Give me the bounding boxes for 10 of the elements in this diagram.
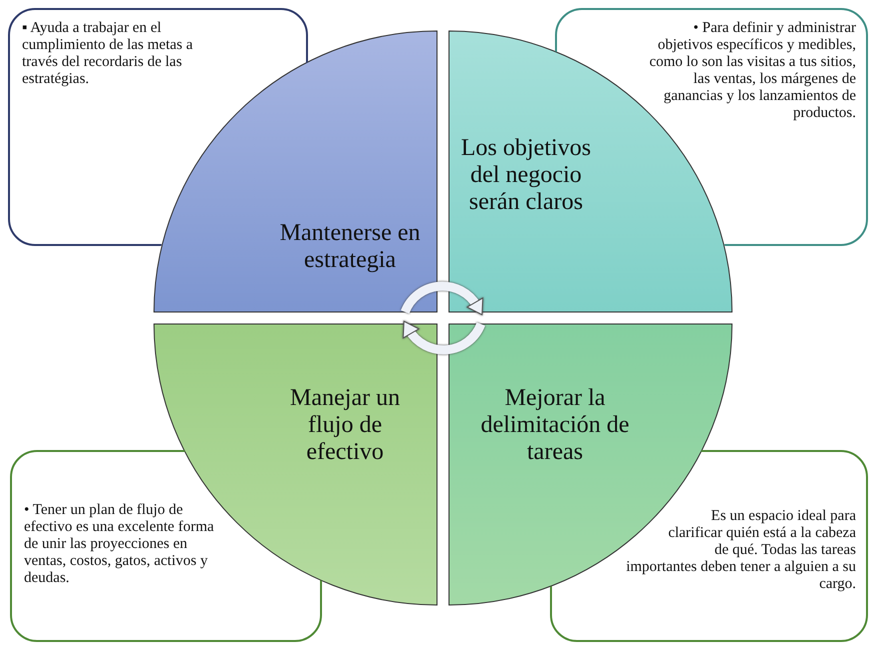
note-text: • Para definir y administrar objetivos específicos y medibles, como lo son las visitas a tus sitios, las ventas, los márgenes de ganancias y los lanzamientos de productos. <box>649 20 856 121</box>
note-text: • Tener un plan de flujo de efectivo es una excelente forma de unir las proyecciones en ventas, costos, gatos, activos y deudas. <box>24 502 214 586</box>
segment-title: Mantenerse en estrategia <box>278 220 422 274</box>
cycle-arrow <box>402 321 486 354</box>
segment-title: Los objetivos del negocio serán claros <box>460 135 592 216</box>
cycle-arrow <box>400 282 484 315</box>
segment-title: Mejorar la delimitación de tareas <box>480 385 630 466</box>
note-text: Es un espacio ideal para clarificar quién está a la cabeza de qué. Todas las tareas importantes deben tener a alguien a su cargo. <box>626 508 856 592</box>
note-text: ▪ Ayuda a trabajar en el cumplimiento de las metas a través del recordaris de las estratégias. <box>22 20 193 87</box>
segment-title: Manejar un flujo de efectivo <box>289 385 401 466</box>
